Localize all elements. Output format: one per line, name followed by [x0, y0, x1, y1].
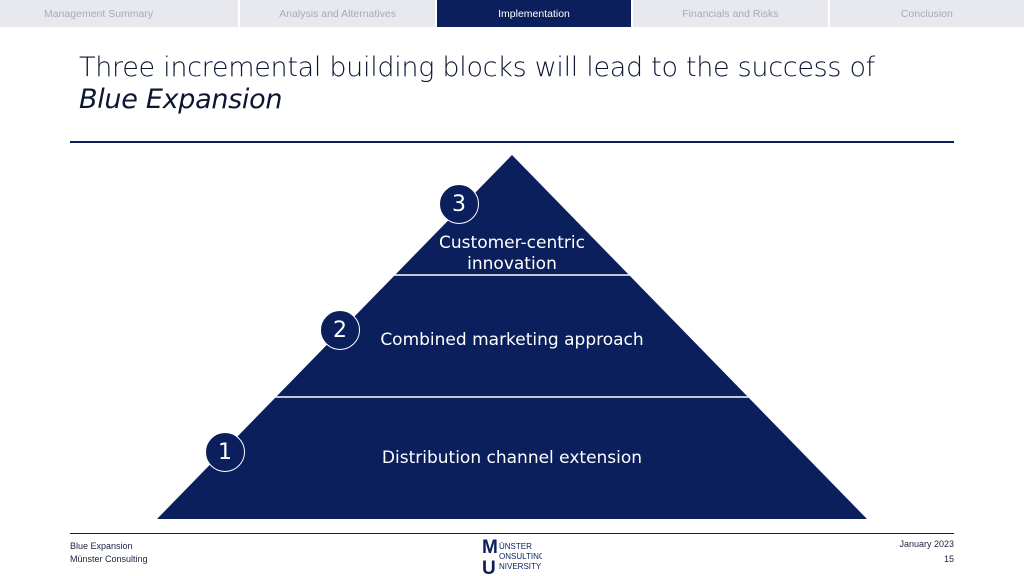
footer-project: Blue Expansion — [70, 541, 133, 551]
footer-company: Münster Consulting — [70, 554, 148, 564]
level-badge-2: 2 — [320, 310, 360, 350]
tab-management-summary[interactable]: Management Summary — [0, 0, 239, 27]
footer-divider — [70, 533, 954, 534]
slide-title-line1: Three incremental building blocks will l… — [79, 52, 875, 83]
level-badge-3: 3 — [439, 184, 479, 224]
logo-letter-m: M — [482, 537, 498, 558]
level-3-label-line2: innovation — [467, 254, 557, 274]
pyramid-shape — [157, 155, 867, 519]
logo-word-1: ÜNSTER — [499, 542, 532, 551]
slide-title-line2: Blue Expansion — [79, 84, 283, 115]
tab-conclusion[interactable]: Conclusion — [829, 0, 1024, 27]
tab-financials-and-risks[interactable]: Financials and Risks — [633, 0, 828, 27]
level-1-label: Distribution channel extension — [381, 448, 643, 468]
level-3-label-line1: Customer-centric — [439, 233, 585, 253]
title-divider — [70, 141, 954, 143]
section-nav: Management Summary Analysis and Alternat… — [0, 0, 1024, 27]
level-2-label: Combined marketing approach — [380, 330, 644, 350]
slide-title: Three incremental building blocks will l… — [79, 52, 959, 116]
university-logo: M U ÜNSTER ONSULTING NIVERSITY — [482, 537, 542, 575]
level-badge-1: 1 — [205, 432, 245, 472]
tab-analysis-and-alternatives[interactable]: Analysis and Alternatives — [240, 0, 435, 27]
footer-page-number: 15 — [943, 554, 954, 564]
logo-letter-u: U — [482, 558, 496, 575]
tab-implementation[interactable]: Implementation — [436, 0, 632, 27]
footer-date: January 2023 — [899, 539, 954, 549]
logo-word-2: ONSULTING — [499, 552, 542, 561]
logo-word-3: NIVERSITY — [499, 562, 542, 571]
level-3-label: Customer-centric innovation — [412, 233, 612, 275]
